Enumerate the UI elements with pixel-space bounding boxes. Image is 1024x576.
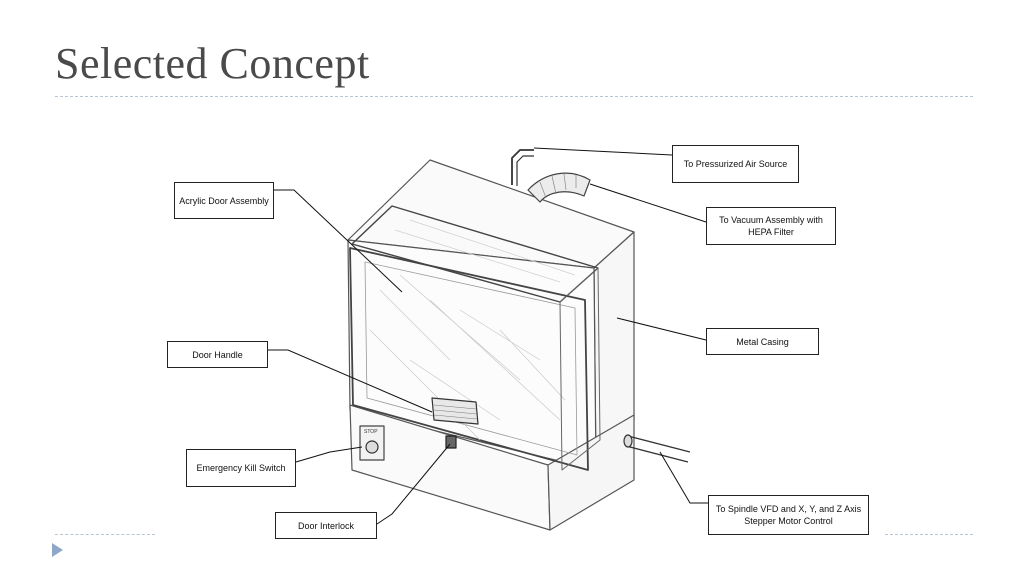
slide-title: Selected Concept — [55, 39, 370, 88]
callout-pressurized-air: To Pressurized Air Source — [672, 145, 799, 183]
callout-acrylic-door: Acrylic Door Assembly — [174, 182, 274, 219]
box-base-side — [547, 414, 635, 531]
leader-metal-casing — [616, 317, 707, 341]
leader-interlock — [376, 443, 451, 525]
callout-door-handle: Door Handle — [167, 341, 268, 368]
title-divider — [55, 96, 973, 97]
spindle-pipe — [625, 435, 691, 463]
callout-door-interlock: Door Interlock — [275, 512, 377, 539]
air-pipe — [511, 149, 534, 185]
door-interlock-block — [445, 435, 457, 449]
leader-acrylic-door — [273, 189, 403, 293]
bullet-arrow-icon — [52, 543, 63, 557]
door-glass — [364, 261, 578, 456]
leader-kill-switch — [295, 446, 363, 463]
callout-spindle: To Spindle VFD and X, Y, and Z Axis Step… — [708, 495, 869, 535]
side-glass — [559, 267, 601, 471]
leader-pressurized-air — [533, 147, 673, 156]
callout-metal-casing: Metal Casing — [706, 328, 819, 355]
callout-vacuum: To Vacuum Assembly with HEPA Filter — [706, 207, 836, 245]
callout-emergency-kill: Emergency Kill Switch — [186, 449, 296, 487]
footer-divider-right — [885, 534, 973, 535]
leader-vacuum — [589, 183, 707, 223]
footer-divider-left — [55, 534, 155, 535]
leader-spindle — [659, 451, 708, 504]
stop-label: STOP — [364, 429, 378, 435]
leader-door-handle — [267, 349, 433, 413]
kill-switch-button — [365, 440, 379, 454]
door-frame — [349, 247, 589, 471]
door-handle — [431, 397, 479, 425]
vacuum-hose — [527, 172, 591, 203]
